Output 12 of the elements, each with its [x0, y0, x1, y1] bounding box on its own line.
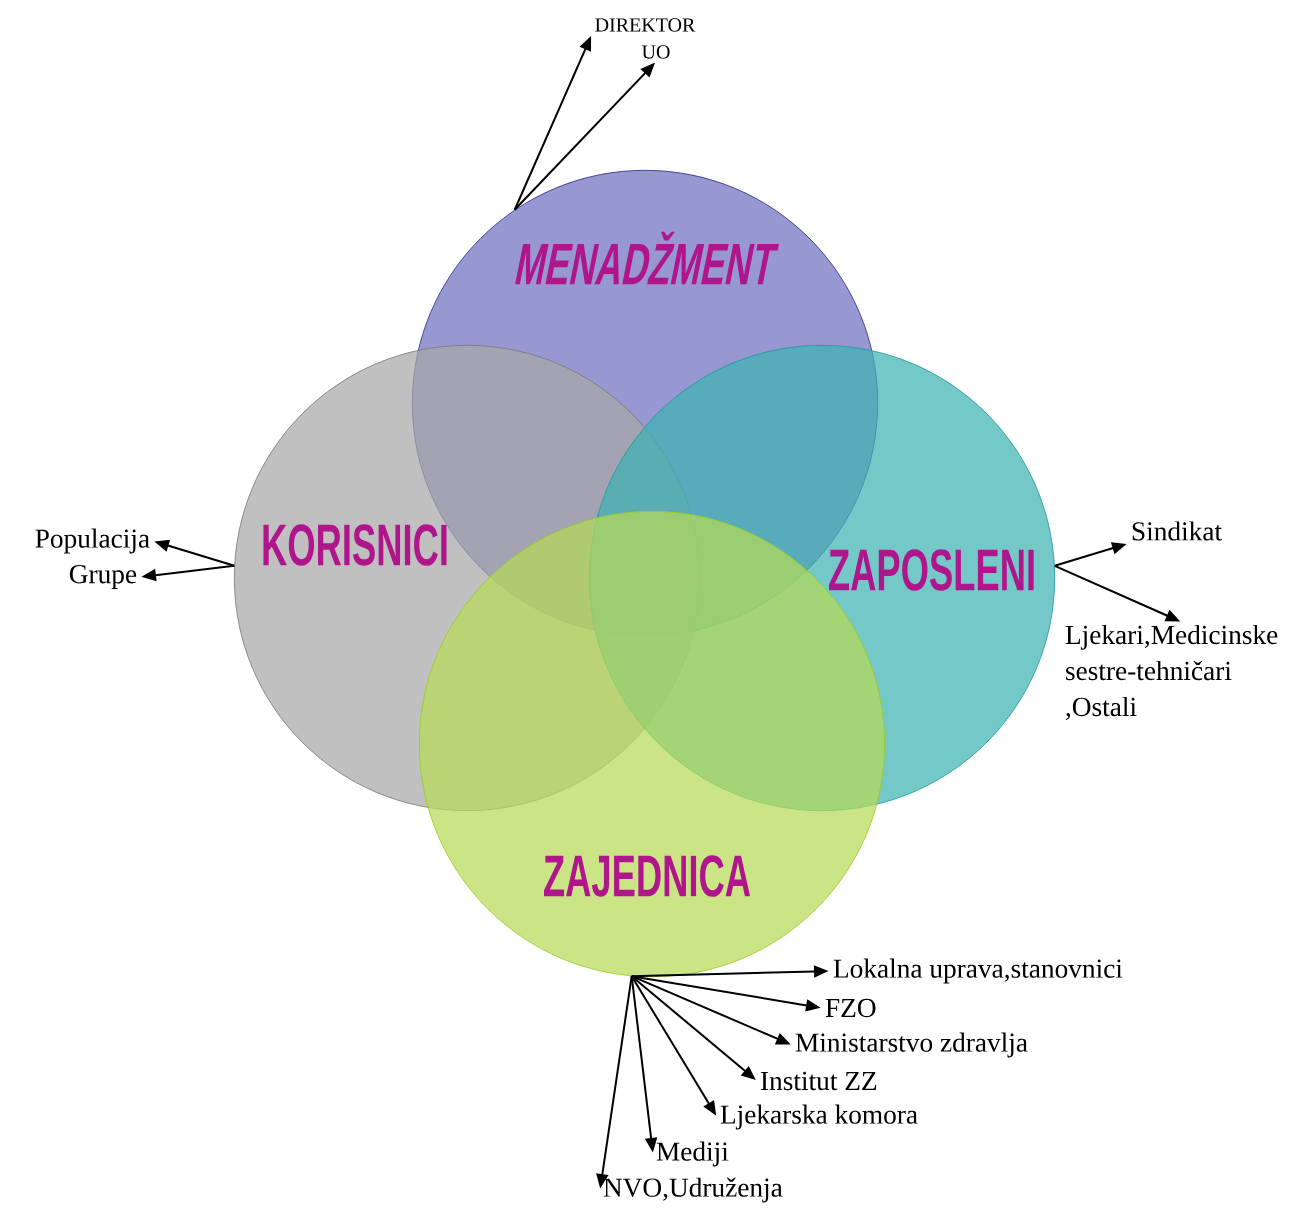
stakeholder-label: Ljekari,Medicinske sestre-tehničari ,Ostali [1065, 624, 1278, 721]
stakeholder-label: FZO [825, 998, 876, 1018]
stakeholder-label: NVO,Udruženja [603, 1177, 783, 1203]
stakeholder-label: UO [642, 45, 670, 59]
stakeholder-label: Populacija [35, 528, 150, 554]
stakeholder-label: Mediji [656, 1141, 729, 1167]
stakeholder-label: Ljekarska komora [720, 1104, 918, 1130]
stakeholder-label: Grupe [69, 565, 137, 589]
stakeholder-label: Sindikat [1132, 521, 1222, 541]
stakeholder-label: Ministarstvo zdravlja [795, 1032, 1028, 1058]
stakeholder-label: Institut ZZ [760, 1071, 877, 1091]
stakeholder-label: DIREKTOR [595, 18, 696, 32]
